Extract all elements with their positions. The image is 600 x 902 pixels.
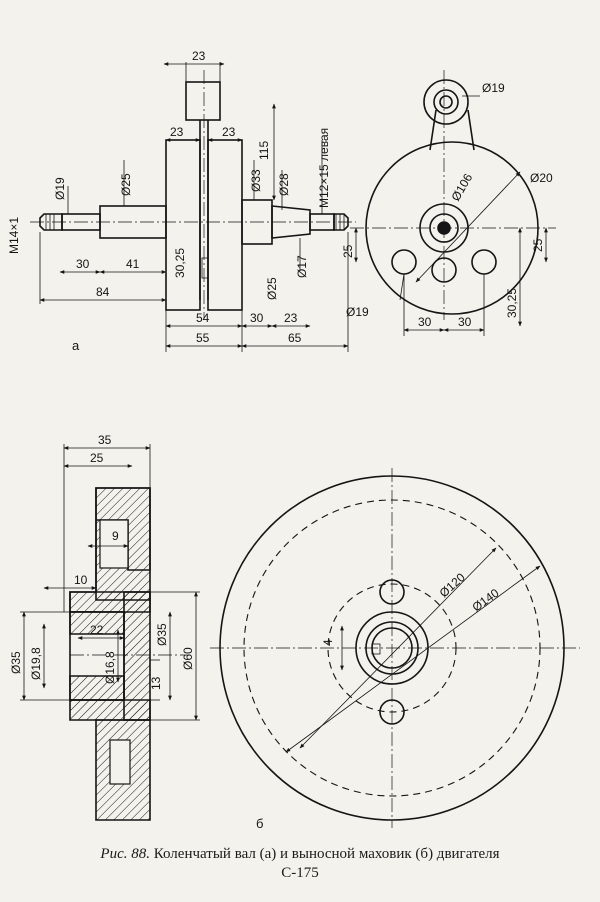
dim-84: 84 (96, 285, 110, 299)
dim-fw-35: 35 (98, 433, 112, 447)
label-view-a: а (72, 338, 80, 353)
dim-left-23: 23 (170, 125, 184, 139)
dim-d33: Ø33 (249, 169, 263, 192)
dim-d25-lower: Ø25 (265, 277, 279, 300)
label-view-b: б (256, 816, 263, 831)
dim-end-30a: 30 (418, 315, 432, 329)
dim-54: 54 (196, 311, 210, 325)
flywheel-front-view: Ø120 Ø140 4 б (210, 468, 580, 831)
dim-fw-d60: Ø60 (181, 647, 195, 670)
flywheel-section-view: 35 25 9 10 22 Ø35 Ø19,8 Ø16,8 Ø35 Ø60 13 (9, 433, 200, 821)
dim-d17: Ø17 (295, 255, 309, 278)
dim-d25: Ø25 (119, 173, 133, 196)
caption-model: С-175 (281, 865, 319, 881)
dim-115: 115 (257, 141, 271, 160)
dim-fw-d35-left: Ø35 (9, 651, 23, 674)
dim-30-25: 30,25 (173, 248, 187, 278)
dim-end-30-25: 30,25 (505, 288, 519, 318)
dim-end-d19-hole: Ø19 (346, 305, 369, 319)
dim-end-d20: Ø20 (530, 171, 553, 185)
dim-fw-d120: Ø120 (437, 570, 468, 600)
dim-fw-9: 9 (112, 529, 119, 543)
dim-fw-d19-8: Ø19,8 (29, 647, 43, 680)
dim-end-30b: 30 (458, 315, 472, 329)
dim-fw-d140: Ø140 (470, 586, 502, 615)
figure-caption: Рис. 88. Коленчатый вал (а) и выносной м… (14, 845, 586, 883)
dim-end-d106: Ø106 (448, 171, 475, 204)
dim-23-right: 23 (284, 311, 298, 325)
figure-number: Рис. 88. (100, 846, 150, 862)
crankshaft-end-view: Ø19 Ø106 Ø20 25 Ø19 30 30 30,25 25 (341, 70, 556, 336)
dim-right-23: 23 (222, 125, 236, 139)
dim-fw-22: 22 (90, 623, 104, 637)
dim-end-d19-top: Ø19 (482, 81, 505, 95)
dim-fw-25: 25 (90, 451, 104, 465)
dim-m12-thread: M12×15 левая (317, 128, 331, 208)
dim-30: 30 (76, 257, 90, 271)
dim-top-23: 23 (192, 49, 206, 63)
dim-30-right: 30 (250, 311, 264, 325)
dim-end-25b: 25 (531, 238, 545, 252)
dim-65: 65 (288, 331, 302, 345)
dim-d28: Ø28 (277, 173, 291, 196)
dim-d19: Ø19 (53, 177, 67, 200)
caption-text: Коленчатый вал (а) и выносной маховик (б… (153, 846, 500, 862)
dim-41: 41 (126, 257, 140, 271)
dim-m14-thread: M14×1 (7, 217, 21, 254)
dim-fw-13: 13 (149, 676, 163, 690)
dim-end-25: 25 (341, 244, 355, 258)
crankshaft-side-view: 23 23 23 115 Ø19 Ø25 Ø33 Ø28 M12×15 лева… (7, 49, 356, 353)
dim-fw-d35-right: Ø35 (155, 623, 169, 646)
dim-55: 55 (196, 331, 210, 345)
dim-fw-d16-8: Ø16,8 (103, 651, 117, 684)
dim-fw-4: 4 (321, 639, 335, 646)
dim-fw-10: 10 (74, 573, 88, 587)
